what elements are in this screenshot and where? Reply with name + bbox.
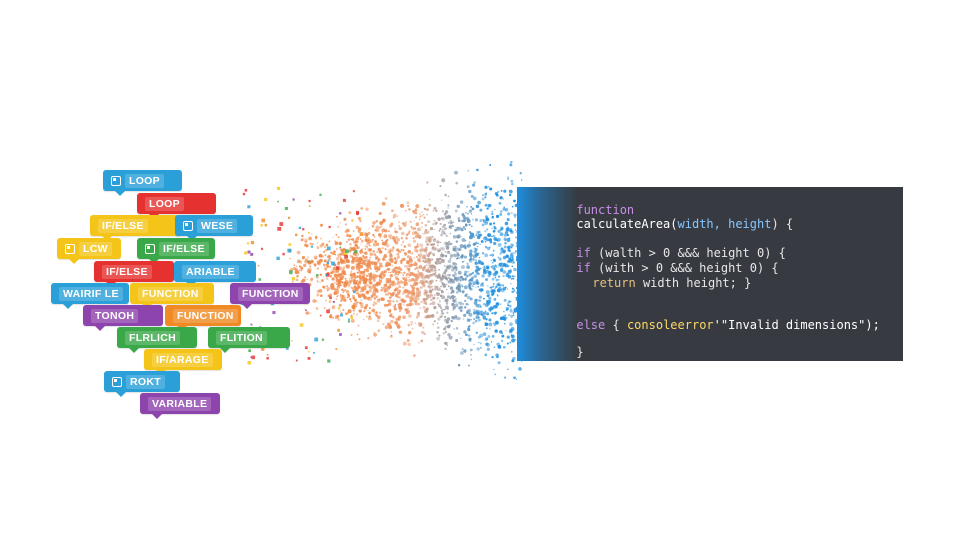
keyword: else (576, 318, 606, 332)
block-label: WESE (197, 218, 238, 233)
code-text: ) { (771, 217, 794, 231)
block-label: LOOP (145, 196, 184, 211)
block-label: LCW (79, 241, 112, 256)
block-ifelse-1: IF/ELSE (90, 215, 182, 241)
block-label: IF/ELSE (102, 264, 152, 279)
block-icon (112, 376, 122, 387)
block-label: IF/ARAGE (152, 352, 213, 367)
block-label: WAIRIF LE (59, 286, 123, 301)
keyword: return (592, 276, 636, 290)
keyword: if (576, 246, 591, 260)
code-line-6: } (533, 331, 584, 361)
params: width, height (677, 217, 772, 231)
editor-gradient-edge (517, 187, 577, 361)
code-line-1: function calculateArea(width, height) { (533, 189, 793, 245)
block-icon (111, 175, 121, 186)
block-label: FUNCTION (173, 308, 238, 323)
function-call: consoleerror (626, 318, 714, 332)
block-function-3: FUNCTION (165, 305, 241, 331)
block-icon (183, 220, 193, 231)
block-ifarage: IF/ARAGE (144, 349, 222, 375)
block-icon (145, 243, 155, 254)
block-label: IF/ELSE (98, 218, 148, 233)
block-wairile: WAIRIF LE (51, 283, 129, 309)
block-label: FLRLICH (125, 330, 181, 345)
block-ariable: ARIABLE (174, 261, 256, 287)
block-lcw: LCW (57, 238, 121, 264)
block-label: FLITION (216, 330, 267, 345)
block-flition: FLITION (208, 327, 290, 353)
code-text: { (605, 318, 627, 332)
block-function-1: FUNCTION (130, 283, 214, 309)
block-label: LOOP (125, 173, 164, 188)
keyword: if (576, 261, 591, 275)
code-text: width height; } (635, 276, 752, 290)
block-label: FUNCTION (138, 286, 203, 301)
block-tonoh: TONOH (83, 305, 163, 331)
code-line-5: else { consoleerror'"Invalid dimensions"… (533, 304, 880, 346)
block-label: FUNCTION (238, 286, 303, 301)
closing-brace: } (576, 345, 584, 359)
code-line-4: return width height; } (549, 262, 751, 304)
block-loop-2: LOOP (137, 193, 216, 219)
function-name: calculateArea( (576, 217, 678, 231)
block-label: ARIABLE (182, 264, 239, 279)
code-text: (with > 0 &&& height 0) { (590, 261, 779, 275)
code-line-2: if (walth > 0 &&& height 0) { (533, 232, 786, 274)
keyword: function (576, 203, 635, 217)
block-label: IF/ELSE (159, 241, 209, 256)
block-variable: VARIABLE (140, 393, 220, 419)
block-wese: WESE (175, 215, 253, 241)
string-literal: '"Invalid dimensions"); (713, 318, 880, 332)
code-text: (walth > 0 &&& height 0) { (590, 246, 786, 260)
block-label: VARIABLE (148, 396, 212, 411)
block-ifelse-3: IF/ELSE (94, 261, 174, 287)
block-ifelse-2: IF/ELSE (137, 238, 215, 264)
code-editor: function calculateArea(width, height) { … (517, 187, 903, 361)
block-label: TONOH (91, 308, 139, 323)
code-line-3: if (with > 0 &&& height 0) { (533, 247, 779, 289)
block-loop-1: LOOP (103, 170, 182, 196)
block-function-2: FUNCTION (230, 283, 310, 309)
block-rokt: ROKT (104, 371, 180, 397)
block-icon (65, 243, 75, 254)
block-flrlich: FLRLICH (117, 327, 197, 353)
block-label: ROKT (126, 374, 165, 389)
